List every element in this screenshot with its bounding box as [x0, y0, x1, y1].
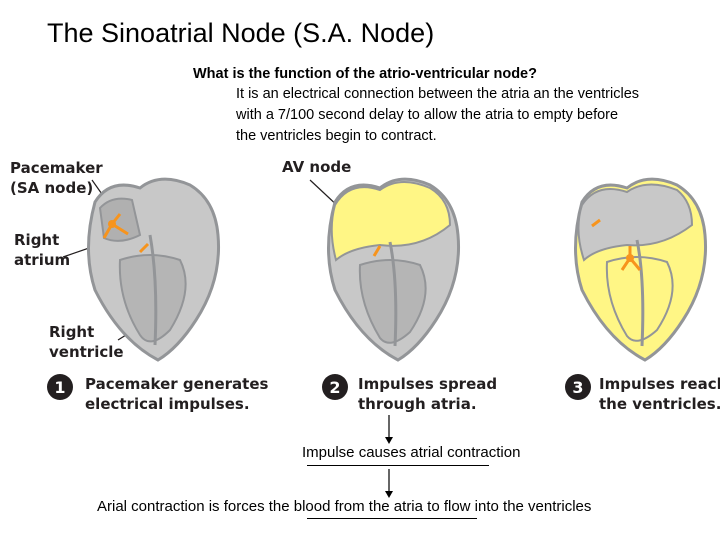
flow-text-1: Impulse causes atrial contraction [302, 444, 520, 461]
step-number: 3 [565, 374, 591, 400]
question-text: What is the function of the atrio-ventri… [193, 66, 537, 82]
divider [307, 465, 489, 466]
step-line: electrical impulses. [85, 394, 268, 414]
answer-line: the ventricles begin to contract. [236, 126, 639, 147]
divider [307, 518, 477, 519]
step-number: 2 [322, 374, 348, 400]
heart-diagram-3 [482, 150, 720, 370]
answer-text: It is an electrical connection between t… [236, 84, 639, 147]
step-text: Pacemaker generates electrical impulses. [85, 374, 268, 414]
step-line: Impulses reach [599, 374, 720, 394]
step-line: through atria. [358, 394, 497, 414]
heart-diagram-1 [0, 150, 240, 370]
step-line: the ventricles. [599, 394, 720, 414]
answer-line: It is an electrical connection between t… [236, 84, 639, 105]
heart-diagram-2 [250, 150, 490, 370]
av-node-dot [626, 254, 634, 262]
flow-text-2: Arial contraction is forces the blood fr… [97, 498, 591, 515]
step-text: Impulses reach the ventricles. [599, 374, 720, 414]
sa-node-dot [108, 220, 116, 228]
step-line: Pacemaker generates [85, 374, 268, 394]
down-arrow-icon [383, 415, 395, 445]
page-title: The Sinoatrial Node (S.A. Node) [47, 18, 434, 49]
step-text: Impulses spread through atria. [358, 374, 497, 414]
step-1: 1 Pacemaker generates electrical impulse… [47, 374, 268, 414]
step-number: 1 [47, 374, 73, 400]
step-line: Impulses spread [358, 374, 497, 394]
answer-line: with a 7/100 second delay to allow the a… [236, 105, 639, 126]
step-2: 2 Impulses spread through atria. [322, 374, 497, 414]
step-3: 3 Impulses reach the ventricles. [565, 374, 720, 414]
down-arrow-icon [383, 469, 395, 499]
